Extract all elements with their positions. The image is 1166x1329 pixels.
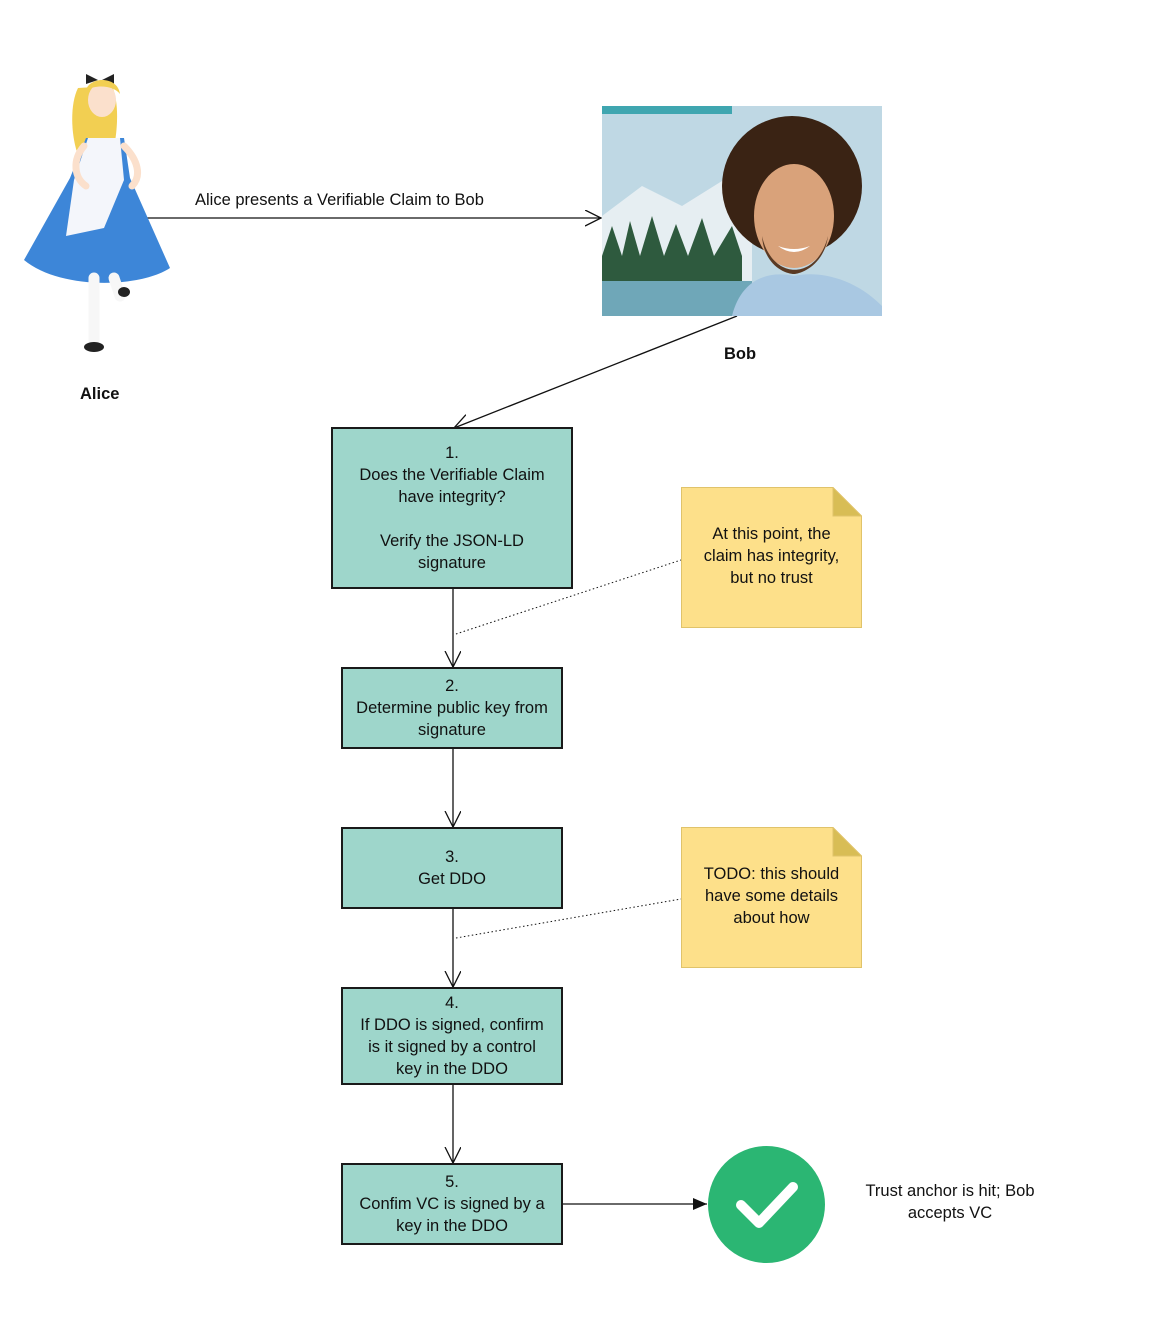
bob-label: Bob <box>724 345 757 363</box>
step-2-text: Determine public key from signature <box>356 699 548 739</box>
step-1-text: Does the Verifiable Claim have integrity… <box>359 466 545 572</box>
note-todo: TODO: this should have some details abou… <box>681 827 862 968</box>
checkmark-icon <box>708 1146 825 1263</box>
step-4-box: 4. If DDO is signed, confirm is it signe… <box>341 987 563 1085</box>
step-5-text: Confim VC is signed by a key in the DDO <box>359 1195 545 1235</box>
alice-illustration <box>24 74 170 352</box>
step-3-number: 3. <box>445 848 459 866</box>
step-3-text: Get DDO <box>418 870 486 888</box>
note-shape <box>681 827 862 968</box>
note-todo-text: TODO: this should have some details abou… <box>703 865 840 927</box>
note-shape <box>681 487 862 628</box>
arrow-bob-to-step1 <box>454 315 738 428</box>
step-2-number: 2. <box>445 677 459 695</box>
step-4-text: If DDO is signed, confirm is it signed b… <box>360 1016 544 1078</box>
step-3-box: 3. Get DDO <box>341 827 563 909</box>
note-integrity: At this point, the claim has integrity, … <box>681 487 862 628</box>
step-1-box: 1. Does the Verifiable Claim have integr… <box>331 427 573 589</box>
step-4-number: 4. <box>445 994 459 1012</box>
bob-photo <box>602 106 882 316</box>
result-text: Trust anchor is hit; Bob accepts VC <box>865 1182 1035 1222</box>
step-2-box: 2. Determine public key from signature <box>341 667 563 749</box>
note1-connector <box>455 559 682 635</box>
alice-label: Alice <box>80 385 120 403</box>
edge-label-presentation: Alice presents a Verifiable Claim to Bob <box>195 191 484 209</box>
step-5-box: 5. Confim VC is signed by a key in the D… <box>341 1163 563 1245</box>
step-1-number: 1. <box>445 444 459 462</box>
step-5-number: 5. <box>445 1173 459 1191</box>
note-integrity-text: At this point, the claim has integrity, … <box>703 525 840 587</box>
